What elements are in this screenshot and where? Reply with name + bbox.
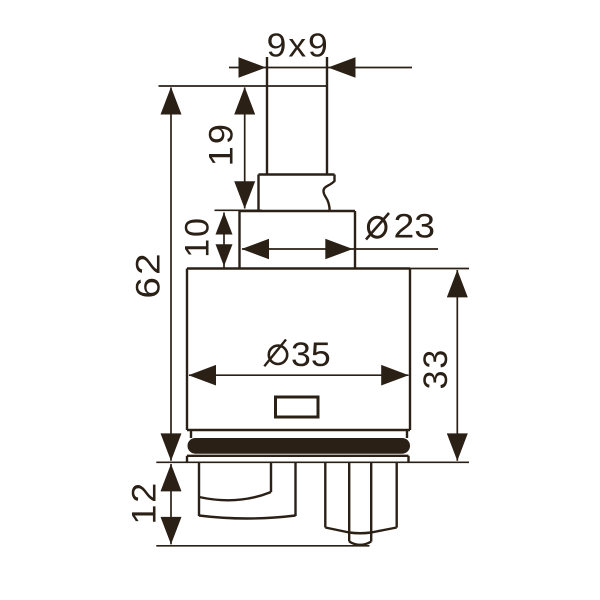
- svg-text:33: 33: [417, 348, 455, 389]
- svg-text:9x9: 9x9: [267, 28, 330, 65]
- svg-text:10: 10: [179, 216, 217, 257]
- svg-text:62: 62: [129, 251, 167, 298]
- svg-text:35: 35: [291, 336, 331, 374]
- svg-text:19: 19: [203, 122, 241, 166]
- svg-text:23: 23: [394, 207, 436, 245]
- svg-text:12: 12: [125, 481, 163, 525]
